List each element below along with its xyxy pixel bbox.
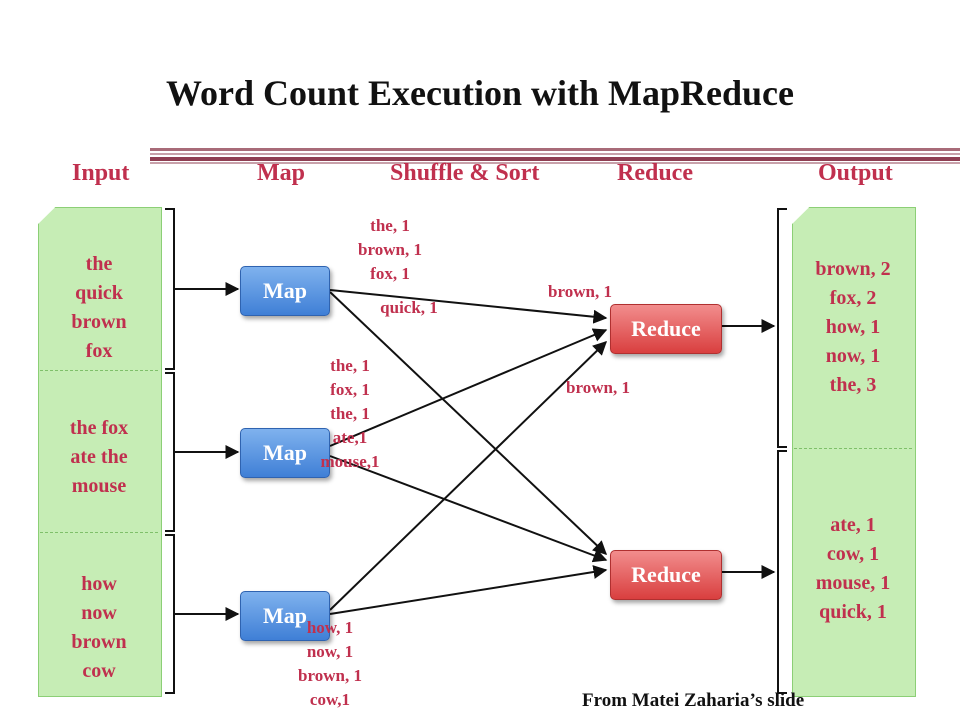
map-to-reduce-arrow	[329, 289, 608, 324]
map-to-reduce-arrow	[329, 455, 608, 563]
shuffle-pair-label: brown, 1	[566, 378, 630, 397]
shuffle-pair-label: brown, 1	[548, 282, 612, 301]
map-output-pairs: the, 1 fox, 1 the, 1 ate,1 mouse,1	[320, 356, 380, 471]
page-title: Word Count Execution with MapReduce	[165, 73, 795, 113]
output-bracket	[777, 208, 787, 448]
source-credit: From Matei Zaharia’s slide	[582, 690, 805, 711]
map-to-reduce-arrow	[329, 341, 608, 611]
input-chunk: how now brown cow	[71, 573, 127, 682]
input-bracket	[165, 372, 175, 532]
input-chunk: the quick brown fox	[71, 253, 127, 362]
title-rule	[150, 157, 960, 161]
map-to-reduce-arrow	[329, 565, 608, 615]
map-box: Map	[240, 266, 330, 316]
map-to-reduce-arrow	[329, 328, 608, 447]
input-chunk: the fox ate the mouse	[69, 417, 129, 497]
input-document	[38, 207, 162, 697]
chunk-separator	[40, 532, 158, 533]
map-output-pairs: how, 1 now, 1 brown, 1 cow,1	[298, 618, 362, 709]
map-output-pairs: quick, 1	[380, 298, 438, 317]
output-bracket	[777, 450, 787, 694]
output-chunk: brown, 2 fox, 2 how, 1 now, 1 the, 3	[815, 258, 891, 396]
map-output-pairs: the, 1 brown, 1 fox, 1	[358, 216, 422, 283]
output-chunk: ate, 1 cow, 1 mouse, 1 quick, 1	[815, 514, 891, 623]
stage-label-output: Output	[818, 160, 893, 186]
map-to-reduce-arrow	[329, 291, 608, 555]
output-document	[792, 207, 916, 697]
input-bracket	[165, 534, 175, 694]
chunk-separator	[40, 370, 158, 371]
reduce-box: Reduce	[610, 550, 722, 600]
chunk-separator	[794, 448, 912, 449]
map-box: Map	[240, 591, 330, 641]
stage-label-reduce: Reduce	[617, 160, 693, 186]
stage-label-input: Input	[72, 160, 130, 186]
title-rule	[150, 162, 960, 164]
title-rule	[150, 153, 960, 155]
reduce-box: Reduce	[610, 304, 722, 354]
title-rule	[150, 148, 960, 151]
stage-label-map: Map	[257, 160, 305, 186]
input-bracket	[165, 208, 175, 370]
stage-label-shuffle-sort: Shuffle & Sort	[390, 160, 540, 186]
map-box: Map	[240, 428, 330, 478]
